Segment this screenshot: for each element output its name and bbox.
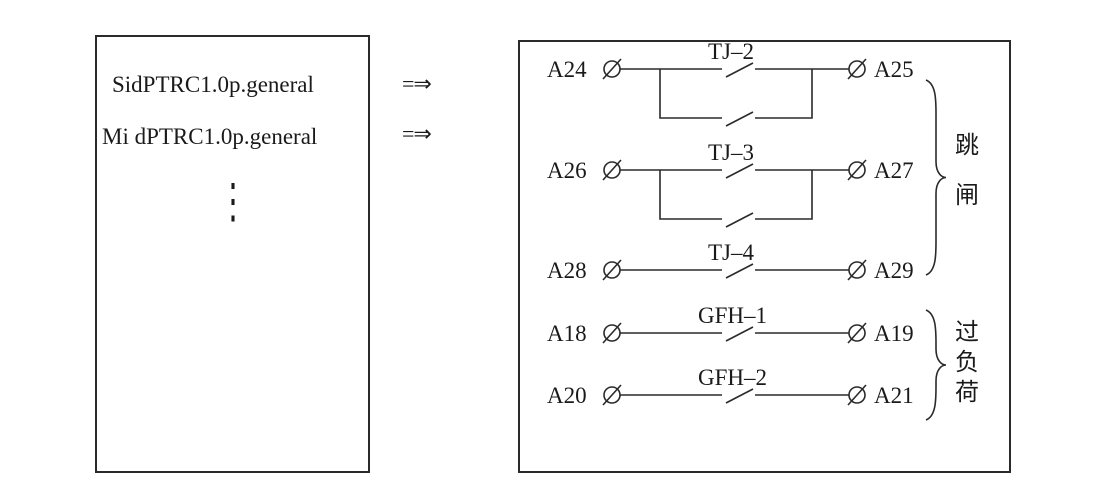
contact-label-2: TJ–4 [708,240,755,265]
terminal-slash [602,322,622,344]
parallel-branch-left [659,69,722,119]
relay-contact-parallel [725,111,754,127]
relay-contact-parallel [725,212,754,228]
terminal-slash [602,384,622,406]
terminal-slash [847,322,867,344]
terminal-slash [847,259,867,281]
vertical-ellipsis: ⋮ [218,175,248,228]
parallel-branch-right [755,69,813,119]
trip-label-char: 闸 [955,182,979,209]
terminal-A26: A26 [547,158,587,183]
terminal-A27: A27 [874,158,914,183]
terminal-slash [602,58,622,80]
signal-label-1: SidPTRC1.0p.general [112,72,314,97]
contact-label-4: GFH–2 [698,365,767,390]
terminal-A21: A21 [874,383,914,408]
contact-label-1: TJ–3 [708,140,754,165]
contact-label-3: GFH–1 [698,303,767,328]
terminal-A18: A18 [547,321,587,346]
overload-label-char: 过 [955,319,979,346]
overload-brace [925,309,947,421]
signal-arrow-2: =⇒ [402,121,432,146]
terminal-slash [602,259,622,281]
contact-label-0: TJ–2 [708,39,754,64]
relay-contact [725,62,754,78]
overload-label-char: 荷 [955,379,979,406]
relay-contact [725,263,754,279]
trip-brace [925,79,947,276]
relay-contact [725,326,754,342]
terminal-A24: A24 [547,57,587,82]
terminal-A19: A19 [874,321,914,346]
terminal-A28: A28 [547,258,587,283]
parallel-branch-right [755,170,813,220]
signal-label-2: Mi dPTRC1.0p.general [102,124,318,149]
terminal-slash [847,159,867,181]
terminal-slash [602,159,622,181]
relay-contact [725,163,754,179]
trip-label-char: 跳 [955,132,979,159]
terminal-slash [847,384,867,406]
signal-panel [95,35,370,473]
relay-contact [725,388,754,404]
terminal-A25: A25 [874,57,914,82]
overload-label-char: 负 [955,349,979,376]
terminal-A29: A29 [874,258,914,283]
terminal-A20: A20 [547,383,587,408]
circuit-panel [518,40,1011,473]
signal-arrow-1: =⇒ [402,71,432,96]
terminal-slash [847,58,867,80]
parallel-branch-left [659,170,722,220]
